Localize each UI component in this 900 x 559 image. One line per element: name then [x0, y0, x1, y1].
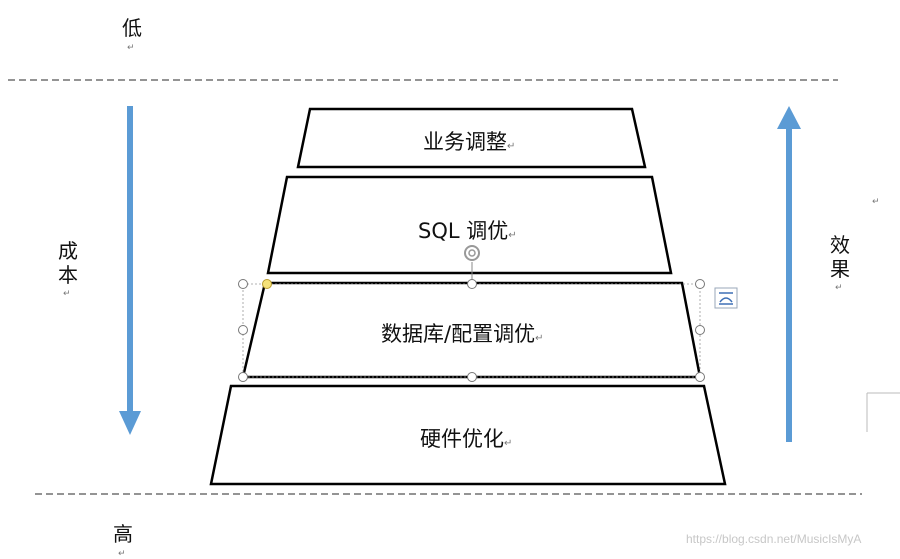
level-business-label-wrap: 业务调整↵ [423, 126, 515, 156]
stray-para-mark: ↵ [872, 197, 880, 207]
selection-handles[interactable] [238, 279, 705, 382]
level-sql-label-wrap: SQL 调优↵ [418, 215, 517, 245]
cost-label: 成本 [58, 239, 78, 287]
level-database-label: 数据库/配置调优 [381, 322, 536, 346]
level-hardware-para-mark: ↵ [504, 438, 513, 449]
cost-label-para-mark: ↵ [63, 289, 71, 299]
level-sql-label: SQL 调优 [418, 219, 509, 243]
level-hardware-label: 硬件优化 [420, 427, 504, 451]
watermark: https://blog.csdn.net/MusicIsMyA [686, 532, 862, 546]
level-business-shape [296, 107, 647, 169]
level-database-label-wrap: 数据库/配置调优↵ [381, 318, 543, 348]
level-sql-para-mark: ↵ [508, 230, 517, 241]
page-corner-marker [866, 392, 900, 432]
rotate-handle-icon[interactable] [464, 245, 480, 261]
level-hardware-shape [209, 384, 727, 486]
layout-options-icon[interactable] [714, 287, 738, 309]
top-label: 低 [122, 16, 142, 40]
cost-arrow-down [119, 106, 141, 435]
level-business-label: 业务调整 [423, 130, 507, 154]
effect-label: 效果 [830, 233, 850, 281]
bottom-label-para-mark: ↵ [118, 549, 126, 559]
level-database-para-mark: ↵ [535, 333, 544, 344]
effect-label-para-mark: ↵ [835, 283, 843, 293]
effect-arrow-up [777, 106, 801, 442]
level-sql-shape [266, 175, 673, 275]
level-business-para-mark: ↵ [507, 141, 516, 152]
top-label-para-mark: ↵ [127, 43, 135, 53]
level-hardware-label-wrap: 硬件优化↵ [420, 423, 512, 453]
bottom-label: 高 [113, 522, 133, 546]
